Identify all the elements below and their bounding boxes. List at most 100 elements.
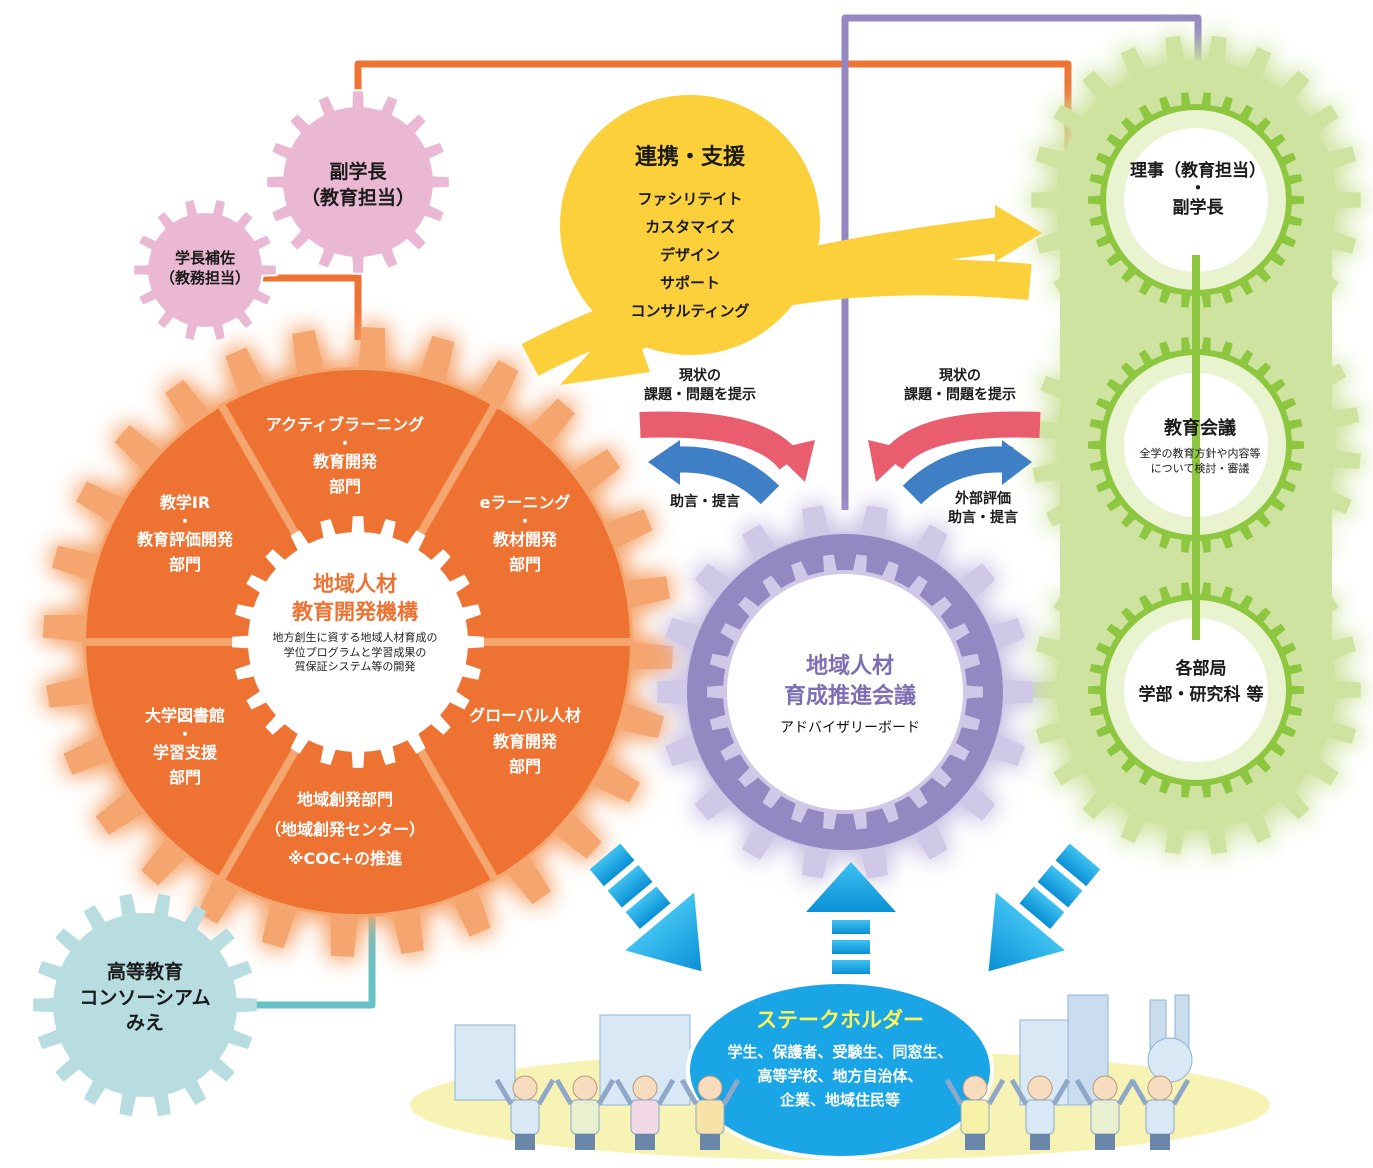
left-advice-text: 助言・提言	[670, 494, 740, 510]
right-advice-label: 外部評価 助言・提言	[928, 490, 1038, 528]
segment-line: 部門	[168, 768, 201, 788]
consortium-line: みえ	[125, 1012, 164, 1035]
education-council-desc: について検討・審議	[1150, 462, 1250, 476]
consortium-gear	[33, 893, 257, 1117]
departments-line: 各部局	[1175, 659, 1227, 679]
stakeholders-line: 学生、保護者、受験生、同窓生、	[727, 1043, 953, 1062]
consortium-label: 高等教育 コンソーシアム みえ	[60, 960, 230, 1037]
person-figure	[1009, 1075, 1071, 1150]
education-council-label: 教育会議 全学の教育方針や内容等 について検討・審議	[1108, 417, 1292, 477]
organization-title: 地域人材	[313, 572, 397, 596]
cooperation-title: 連携・支援	[634, 145, 745, 170]
organization-desc: 質保証システム等の開発	[294, 660, 416, 674]
left-issue-line: 課題・問題を提示	[644, 386, 756, 403]
segment-ir: 教学IR ・ 教育評価開発 部門	[115, 490, 255, 578]
organization-center-label: 地域人材 教育開発機構 地方創生に資する地域人材育成の 学位プログラムと学習成果…	[240, 570, 470, 675]
segment-line: 部門	[168, 555, 201, 575]
segment-line: eラーニング	[479, 493, 571, 512]
person-figure	[554, 1075, 616, 1150]
university-gear-center	[1124, 618, 1268, 762]
council-label: 地域人材 育成推進会議 アドバイザリーボード	[750, 652, 950, 738]
segment-line: 部門	[508, 555, 541, 575]
segment-line: 学習支援	[152, 742, 217, 762]
people-illustration	[494, 1075, 1191, 1150]
cooperation-item: デザイン	[659, 245, 720, 264]
left-issue-line: 現状の	[679, 368, 721, 384]
segment-e-learning: eラーニング ・ 教材開発 部門	[455, 490, 595, 578]
council-subtitle: アドバイザリーボード	[780, 720, 920, 737]
departments-line: 学部・研究科 等	[1138, 685, 1264, 706]
organization-desc: 学位プログラムと学習成果の	[283, 645, 427, 659]
segment-active-learning: アクティブラーニング ・ 教育開発 部門	[250, 412, 440, 500]
segment-line: 部門	[328, 477, 361, 497]
segment-line: 教育開発	[492, 731, 557, 751]
vice-president-gear-label: 副学長 （教育担当）	[288, 160, 428, 211]
cooperation-item: カスタマイズ	[645, 217, 735, 236]
segment-line: グローバル人材	[469, 706, 581, 725]
organization-title: 教育開発機構	[292, 600, 418, 625]
segment-line: 教学IR	[159, 493, 211, 512]
right-issue-line: 課題・問題を提示	[904, 386, 1016, 403]
consortium-line: 高等教育	[106, 961, 183, 983]
board-line: 副学長	[1172, 197, 1224, 218]
person-figure	[614, 1075, 676, 1150]
council-title: 地域人材	[805, 654, 894, 679]
right-advice-line: 助言・提言	[948, 509, 1018, 526]
stakeholders-ellipse	[686, 980, 994, 1160]
segment-global-talent: グローバル人材 教育開発 部門	[445, 703, 605, 780]
segment-line: 教材開発	[492, 529, 557, 549]
stakeholders-title: ステークホルダー	[756, 1008, 924, 1032]
right-issue-label: 現状の 課題・問題を提示	[880, 367, 1040, 405]
board-label: 理事（教育担当） ・ 副学長	[1110, 160, 1286, 219]
segment-line: ※COC+の推進	[287, 849, 403, 869]
segment-regional-innovation: 地域創発部門 （地域創発センター） ※COC+の推進	[250, 785, 440, 874]
organization-center-gear	[232, 516, 484, 768]
segment-line: ・	[176, 511, 193, 531]
person-figure	[1129, 1075, 1191, 1150]
segment-line: 部門	[508, 757, 541, 777]
person-figure	[494, 1075, 556, 1150]
segment-line: ・	[516, 511, 533, 531]
right-issue-line: 現状の	[939, 368, 981, 384]
segment-line: 教育評価開発	[136, 529, 233, 549]
organization-desc: 地方創生に資する地域人材育成の	[272, 630, 438, 644]
stakeholders-line: 企業、地域住民等	[779, 1091, 900, 1110]
person-figure	[944, 1075, 1006, 1150]
segment-line: ・	[336, 433, 353, 453]
cooperation-label: 連携・支援 ファシリテイト カスタマイズ デザイン サポート コンサルティング	[600, 143, 780, 325]
council-title: 育成推進会議	[783, 683, 916, 709]
president-assistant-title: 学長補佐	[174, 249, 235, 267]
board-line: 理事（教育担当）	[1130, 161, 1266, 181]
university-gear-center	[1124, 128, 1268, 272]
vice-president-title: 副学長	[329, 161, 387, 183]
left-issue-label: 現状の 課題・問題を提示	[620, 367, 780, 405]
feedback-arrows	[639, 411, 1041, 505]
segment-line: アクティブラーニング	[265, 415, 425, 434]
right-advice-line: 外部評価	[955, 491, 1011, 507]
segment-library: 大学図書館 ・ 学習支援 部門	[115, 703, 255, 791]
council-gear-center	[727, 574, 963, 810]
person-figure	[1074, 1075, 1136, 1150]
segment-line: 大学図書館	[144, 706, 225, 725]
vice-president-role: （教育担当）	[300, 186, 415, 209]
cooperation-item: サポート	[659, 273, 720, 292]
consortium-line: コンソーシアム	[79, 986, 211, 1009]
cooperation-item: ファシリテイト	[637, 189, 743, 208]
vice-president-gear	[265, 89, 451, 275]
segment-line: ・	[176, 724, 193, 744]
segment-line: （地域創発センター）	[264, 819, 425, 839]
stakeholders-line: 高等学校、地方自治体、	[757, 1067, 923, 1086]
person-figure	[679, 1075, 741, 1150]
education-council-desc: 全学の教育方針や内容等	[1139, 447, 1261, 461]
segment-line: 教育開発	[312, 451, 377, 471]
stakeholders-label: ステークホルダー 学生、保護者、受験生、同窓生、 高等学校、地方自治体、 企業、…	[700, 1006, 980, 1112]
president-assistant-role: （教務担当）	[159, 269, 250, 288]
president-assistant-gear-label: 学長補佐 （教務担当）	[150, 248, 260, 289]
segment-line: 地域創発部門	[296, 790, 393, 809]
departments-label: 各部局 学部・研究科 等	[1106, 656, 1296, 709]
left-advice-label: 助言・提言	[650, 493, 760, 512]
cooperation-item: コンサルティング	[630, 301, 750, 320]
president-assistant-gear	[132, 197, 278, 343]
